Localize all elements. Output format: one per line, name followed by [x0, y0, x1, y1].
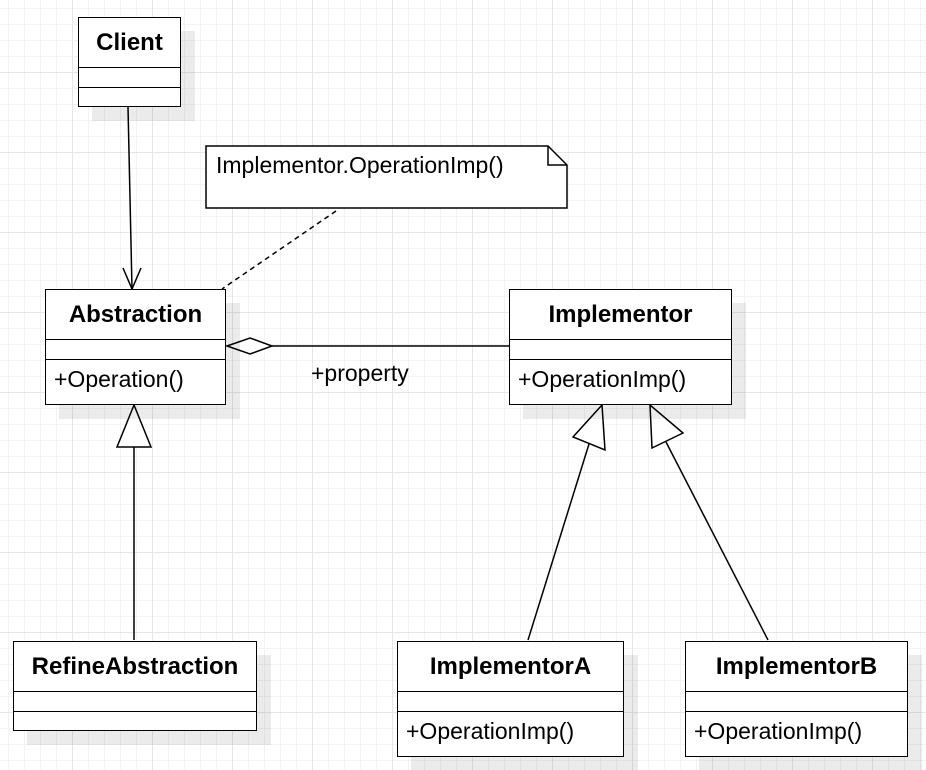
class-operation: +OperationImp()	[694, 718, 863, 744]
implementor-b-generalization-triangle	[649, 403, 685, 450]
implementor-a-generalization-edge	[527, 443, 590, 641]
implementor-a-generalization-triangle	[571, 403, 606, 452]
class-operation: +OperationImp()	[518, 366, 687, 392]
class-name: ImplementorA	[398, 642, 623, 692]
class-attributes	[510, 340, 731, 360]
association-label: +property	[311, 360, 409, 386]
class-implementor-a[interactable]: ImplementorA +OperationImp()	[397, 641, 624, 757]
class-name: RefineAbstraction	[14, 642, 256, 692]
class-attributes	[79, 68, 180, 88]
implementor-b-generalization-edge	[665, 441, 769, 641]
class-client[interactable]: Client	[78, 17, 181, 107]
class-name: Abstraction	[46, 290, 225, 340]
class-operation: +Operation()	[54, 366, 184, 392]
class-implementor[interactable]: Implementor +OperationImp()	[509, 289, 732, 405]
class-attributes	[46, 340, 225, 360]
client-abstraction-edge	[127, 106, 133, 290]
class-attributes	[398, 692, 623, 712]
note-box: Implementor.OperationImp()	[206, 146, 568, 208]
class-implementor-b[interactable]: ImplementorB +OperationImp()	[685, 641, 908, 757]
class-attributes	[686, 692, 907, 712]
aggregation-diamond	[224, 337, 275, 355]
class-abstraction[interactable]: Abstraction +Operation()	[45, 289, 226, 405]
class-name: Implementor	[510, 290, 731, 340]
class-refine-abstraction[interactable]: RefineAbstraction	[13, 641, 257, 731]
note-anchor-line	[221, 210, 337, 290]
note-text: Implementor.OperationImp()	[216, 152, 504, 178]
class-name: Client	[79, 18, 180, 68]
class-attributes	[14, 692, 256, 712]
refine-generalization-triangle	[115, 403, 153, 448]
open-arrowhead	[122, 267, 142, 291]
class-operation: +OperationImp()	[406, 718, 575, 744]
class-name: ImplementorB	[686, 642, 907, 692]
